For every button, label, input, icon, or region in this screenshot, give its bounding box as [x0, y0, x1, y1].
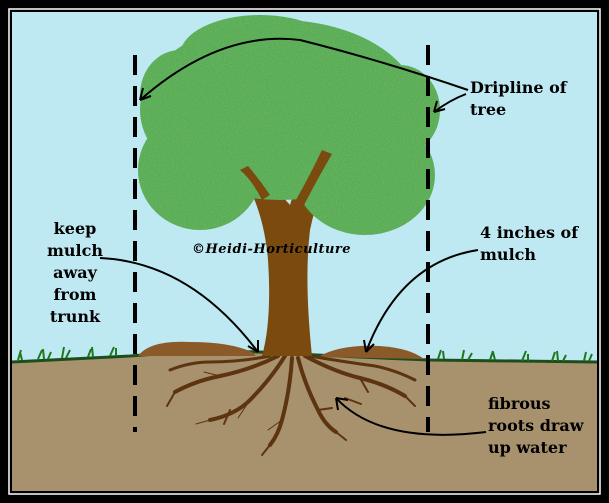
label-mulch-depth-line-1: 4 inches of: [480, 223, 579, 242]
roots-arrow: [335, 397, 487, 436]
label-keep-mulch-line-2: mulch: [46, 241, 103, 260]
soil: [12, 352, 597, 491]
label-dripline-line-1: Dripline of: [470, 78, 567, 97]
copyright-watermark: ©Heidi-Horticulture: [192, 242, 352, 257]
tree-roots: [166, 354, 417, 456]
label-fibrous-roots: fibrous roots draw up water: [488, 393, 584, 459]
label-keep-mulch-line-4: from: [53, 285, 97, 304]
grass-tufts: [17, 346, 593, 362]
tree-branches: [240, 150, 332, 205]
keep-mulch-arrow: [99, 257, 259, 353]
label-keep-mulch-line-1: keep: [53, 219, 97, 238]
mulch-depth-arrow: [365, 249, 479, 353]
dripline-right-arrow: [433, 93, 467, 113]
label-mulch-depth: 4 inches of mulch: [480, 222, 578, 266]
label-dripline-line-2: tree: [470, 100, 507, 119]
label-keep-mulch-line-5: trunk: [49, 307, 101, 326]
label-keep-mulch-away: keep mulch away from trunk: [40, 218, 110, 328]
label-roots-line-2: roots draw: [488, 416, 584, 435]
mulch-left: [138, 341, 256, 356]
label-keep-mulch-line-3: away: [53, 263, 97, 282]
label-mulch-depth-line-2: mulch: [480, 245, 537, 264]
dripline-left-arrow: [139, 37, 469, 101]
callout-arrows: [99, 37, 487, 436]
tree-canopy: [138, 15, 440, 235]
label-roots-line-3: up water: [488, 438, 567, 457]
label-dripline: Dripline of tree: [470, 77, 567, 121]
mulch-right: [318, 345, 424, 359]
label-roots-line-1: fibrous: [488, 394, 551, 413]
